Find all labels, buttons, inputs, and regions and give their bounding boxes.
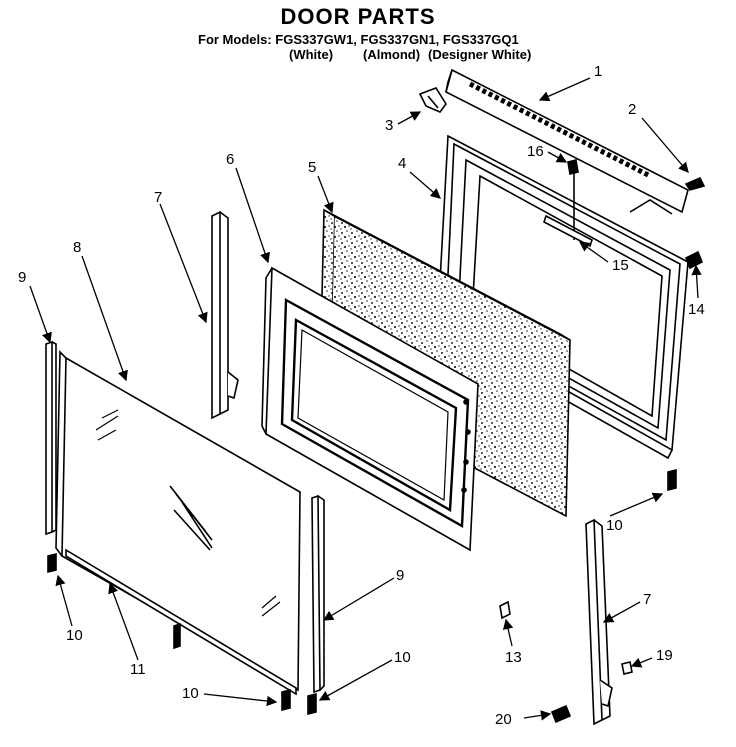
part-11-bottom-trim [65, 548, 297, 696]
part-3-bracket [418, 87, 447, 113]
part-8-outer-glass [55, 350, 301, 692]
callout-4: 4 [398, 155, 406, 172]
color-white: (White) [289, 47, 334, 62]
callout-9-left: 9 [18, 269, 26, 286]
models-line: For Models: FGS337GW1, FGS337GN1, FGS337… [198, 32, 519, 47]
callout-10-bottom: 10 [182, 685, 199, 702]
callout-9-right: 9 [396, 567, 404, 584]
callout-19: 19 [656, 647, 673, 664]
part-9-trim-left [45, 340, 57, 536]
title-text: DOOR PARTS [280, 4, 436, 29]
part-2-screw [684, 176, 706, 191]
part-19-clip [621, 661, 633, 675]
callout-13: 13 [505, 649, 522, 666]
callout-1: 1 [594, 63, 602, 80]
callout-7-right: 7 [643, 591, 651, 608]
callout-2: 2 [628, 101, 636, 118]
callout-6: 6 [226, 151, 234, 168]
part-10-screws [47, 468, 677, 716]
callout-20: 20 [495, 711, 512, 728]
callout-labels: 1 2 3 16 4 6 5 7 15 8 9 14 10 9 7 10 13 … [18, 63, 705, 728]
part-6-door-liner [261, 266, 479, 552]
color-designer-white: (Designer White) [428, 47, 532, 62]
callout-11: 11 [130, 661, 146, 678]
callout-14: 14 [688, 301, 705, 318]
part-1-vent-trim [445, 68, 689, 215]
part-14-screw [684, 250, 704, 270]
leader-lines [29, 77, 702, 721]
part-9-trim-right [311, 494, 325, 694]
part-13-clip [499, 600, 511, 620]
callout-3: 3 [385, 117, 393, 134]
color-almond: (Almond) [363, 47, 421, 62]
callout-16: 16 [527, 143, 544, 160]
callout-5: 5 [308, 159, 316, 176]
part-20-screw [550, 704, 572, 724]
part-7-side-channel-right [585, 518, 613, 726]
part-16-clip [567, 159, 579, 240]
callout-10-right: 10 [606, 517, 623, 534]
callout-15: 15 [612, 257, 629, 274]
page-title: DOOR PARTS [0, 4, 736, 30]
callout-7-left: 7 [154, 189, 162, 206]
part-7-side-channel-left [211, 210, 239, 420]
callout-10-center: 10 [394, 649, 411, 666]
callout-8: 8 [73, 239, 81, 256]
callout-10-left: 10 [66, 627, 83, 644]
